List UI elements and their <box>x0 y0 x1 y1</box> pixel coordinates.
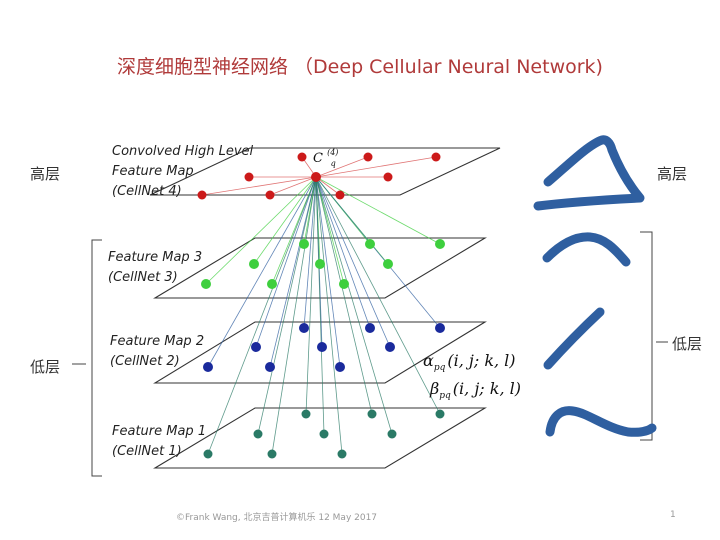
neuron-node <box>383 172 393 182</box>
connection-line <box>315 156 369 178</box>
connection-line <box>315 176 345 285</box>
connection-line <box>305 176 317 415</box>
neuron-node <box>435 239 445 249</box>
neuron-node <box>435 409 445 419</box>
neuron-node <box>319 429 329 439</box>
plane-layer-2 <box>153 321 487 384</box>
neuron-node <box>337 449 347 459</box>
plane-layer-1 <box>153 407 487 469</box>
layer-4-caption-line3: (CellNet 4) <box>112 184 182 199</box>
neuron-node <box>365 239 375 249</box>
plane-layer-3 <box>153 237 487 299</box>
layer-4-caption-line2: Feature Map <box>112 164 194 179</box>
connection-line <box>315 176 341 368</box>
neuron-node <box>301 409 311 419</box>
layer-1-caption: Feature Map 1 (CellNet 1) <box>112 422 206 462</box>
neuron-node <box>203 449 213 459</box>
connection-line <box>255 176 317 348</box>
connection-line <box>257 176 317 435</box>
neuron-node <box>299 323 309 333</box>
connection-line <box>315 156 437 178</box>
connection-line <box>315 176 393 435</box>
neuron-node <box>365 323 375 333</box>
connection-line <box>205 176 317 285</box>
neuron-node <box>435 323 445 333</box>
connection-line <box>303 176 317 329</box>
low-level-bracket-left <box>91 239 102 477</box>
neuron-node <box>197 190 207 200</box>
right-low-level-label: 低层 <box>672 335 703 353</box>
neuron-node <box>265 362 275 372</box>
left-high-level-label: 高层 <box>30 165 61 183</box>
layer-4-caption-line1: Convolved High Level <box>112 144 254 159</box>
neuron-node <box>203 362 213 372</box>
neuron-node <box>383 259 393 269</box>
neuron-node <box>267 449 277 459</box>
connection-line <box>315 176 441 415</box>
connection-line <box>315 176 373 415</box>
neuron-node <box>265 190 275 200</box>
neuron-node <box>253 429 263 439</box>
neuron-node <box>317 342 327 352</box>
footer-page-number: 1 <box>670 510 676 520</box>
neuron-node <box>201 279 211 289</box>
neuron-node <box>297 152 307 162</box>
connection-line <box>201 176 317 196</box>
neuron-node <box>299 239 309 249</box>
neuron-node <box>363 152 373 162</box>
neuron-node <box>315 259 325 269</box>
slide-title: 深度细胞型神经网络 （Deep Cellular Neural Network) <box>117 56 603 78</box>
layer-2-caption: Feature Map 2 (CellNet 2) <box>110 332 204 372</box>
neuron-node <box>387 429 397 439</box>
connection-line <box>315 176 343 455</box>
connection-line <box>315 176 391 348</box>
connection-line <box>207 176 317 368</box>
layer-1-caption-line2: (CellNet 1) <box>112 444 182 459</box>
neuron-node <box>335 362 345 372</box>
high-level-stroke-shape <box>533 135 645 211</box>
alpha-weight-label: αpq(i, j; k, l) <box>423 351 516 373</box>
right-high-level-label: 高层 <box>657 165 688 183</box>
layer-2-caption-line2: (CellNet 2) <box>110 354 180 369</box>
neuron-node <box>367 409 377 419</box>
connection-line <box>253 176 317 265</box>
layer-3-caption-line2: (CellNet 3) <box>108 270 178 285</box>
connection-line <box>315 176 441 329</box>
connection-line <box>315 176 325 435</box>
footer-credit: ©Frank Wang, 北京吉普计算机乐 12 May 2017 <box>176 513 378 523</box>
central-neuron-node <box>311 172 321 182</box>
connection-line <box>315 176 441 245</box>
neuron-node <box>385 342 395 352</box>
connection-line <box>271 176 317 455</box>
stroke-features-illustration <box>533 135 657 437</box>
layer-1-caption-line1: Feature Map 1 <box>112 424 207 439</box>
low-level-bracket-right <box>640 231 653 441</box>
central-node-label: C (4) q <box>313 144 343 168</box>
stroke-feature-1 <box>542 232 631 267</box>
stroke-feature-2 <box>543 307 605 370</box>
left-low-level-label: 低层 <box>30 358 61 376</box>
connection-line <box>269 176 317 368</box>
neuron-node <box>249 259 259 269</box>
neuron-node <box>339 279 349 289</box>
neuron-node <box>335 190 345 200</box>
layer-2-caption-line1: Feature Map 2 <box>110 334 205 349</box>
neuron-node <box>251 342 261 352</box>
connection-line <box>315 176 371 329</box>
layer-3-caption: Feature Map 3 (CellNet 3) <box>108 248 202 288</box>
neuron-node <box>431 152 441 162</box>
layer-4-caption: Convolved High Level Feature Map (CellNe… <box>112 142 253 202</box>
stroke-feature-3 <box>545 406 657 437</box>
beta-weight-label: βpq(i, j; k, l) <box>429 379 521 401</box>
neuron-node <box>244 172 254 182</box>
neuron-node <box>267 279 277 289</box>
connection-line <box>269 176 317 196</box>
connection-line <box>207 176 317 455</box>
layer-3-caption-line1: Feature Map 3 <box>108 250 203 265</box>
